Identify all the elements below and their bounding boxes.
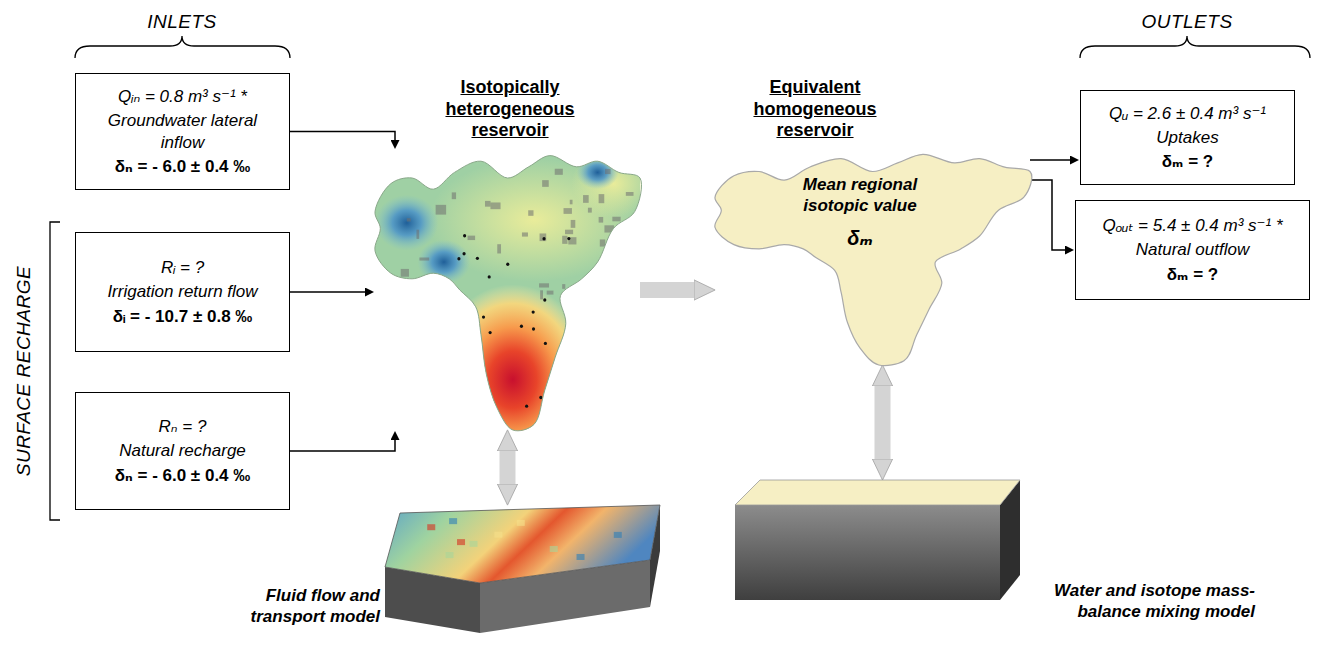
box-text: Qᵢₙ = 0.8 m³ s⁻¹ * bbox=[84, 86, 281, 107]
figure-label: δₘ bbox=[785, 226, 935, 251]
box-text: δᵢ = - 10.7 ± 0.8 ‰ bbox=[84, 306, 281, 327]
box-text: Natural outflow bbox=[1084, 239, 1301, 260]
heterogeneous-reservoir-map: Isotopically heterogeneous reservoir bbox=[375, 150, 640, 430]
figure-label: Fluid flow and transport model bbox=[240, 585, 380, 628]
flow-box: Rₙ = ? Natural recharge δₙ = - 6.0 ± 0.4 ‰ bbox=[75, 392, 290, 510]
box-text: δₘ = ? bbox=[1089, 151, 1286, 172]
section-label: SURFACE RECHARGE bbox=[13, 266, 35, 476]
box-text: Qₒᵤₜ = 5.4 ± 0.4 m³ s⁻¹ * bbox=[1084, 215, 1301, 236]
homogeneous-reservoir: Equivalent homogeneous reservoirMean reg… bbox=[715, 150, 1030, 365]
flow-arrow bbox=[290, 291, 365, 293]
block-arrow bbox=[875, 386, 891, 459]
flow-model-block: Fluid flow and transport model bbox=[240, 505, 665, 645]
box-text: δₘ = ? bbox=[1084, 264, 1301, 285]
flow-box: Qᵢₙ = 0.8 m³ s⁻¹ * Groundwater lateral in… bbox=[75, 73, 290, 190]
reservoir-heading: Equivalent homogeneous reservoir bbox=[715, 77, 915, 142]
recharge-bracket bbox=[50, 222, 60, 520]
inlets-brace bbox=[75, 36, 290, 58]
outlets-brace bbox=[1080, 36, 1310, 58]
box-text: Irrigation return flow bbox=[84, 281, 281, 302]
box-text: δₙ = - 6.0 ± 0.4 ‰ bbox=[84, 156, 281, 177]
block-arrow bbox=[500, 451, 516, 484]
box-text: Qᵤ = 2.6 ± 0.4 m³ s⁻¹ bbox=[1089, 103, 1286, 124]
flow-box: Rᵢ = ? Irrigation return flow δᵢ = - 10.7 … bbox=[75, 232, 290, 352]
figure-label: Water and isotope mass-balance mixing mo… bbox=[1025, 580, 1255, 623]
flow-arrow bbox=[1030, 180, 1065, 250]
block-arrow bbox=[640, 282, 694, 298]
box-text: δₙ = - 6.0 ± 0.4 ‰ bbox=[84, 465, 281, 486]
reservoir-heading: Isotopically heterogeneous reservoir bbox=[420, 77, 600, 142]
flow-arrow bbox=[290, 440, 395, 451]
flow-box: Qᵤ = 2.6 ± 0.4 m³ s⁻¹ Uptakes δₘ = ? bbox=[1080, 90, 1295, 185]
section-label: OUTLETS bbox=[1141, 11, 1232, 33]
box-text: Rₙ = ? bbox=[84, 416, 281, 437]
section-label: INLETS bbox=[147, 11, 217, 33]
flow-arrow bbox=[290, 132, 395, 141]
reservoir-map-drawing bbox=[375, 150, 640, 430]
mixing-model-box: Water and isotope mass-balance mixing mo… bbox=[735, 480, 1260, 645]
box-text: Natural recharge bbox=[84, 440, 281, 461]
figure-label: Mean regional isotopic value bbox=[785, 174, 935, 217]
box-text: Uptakes bbox=[1089, 127, 1286, 148]
box-text: Groundwater lateral inflow bbox=[84, 110, 281, 153]
flow-arrow bbox=[1030, 159, 1070, 161]
flow-box: Qₒᵤₜ = 5.4 ± 0.4 m³ s⁻¹ * Natural outflow… bbox=[1075, 200, 1310, 300]
box-text: Rᵢ = ? bbox=[84, 257, 281, 278]
